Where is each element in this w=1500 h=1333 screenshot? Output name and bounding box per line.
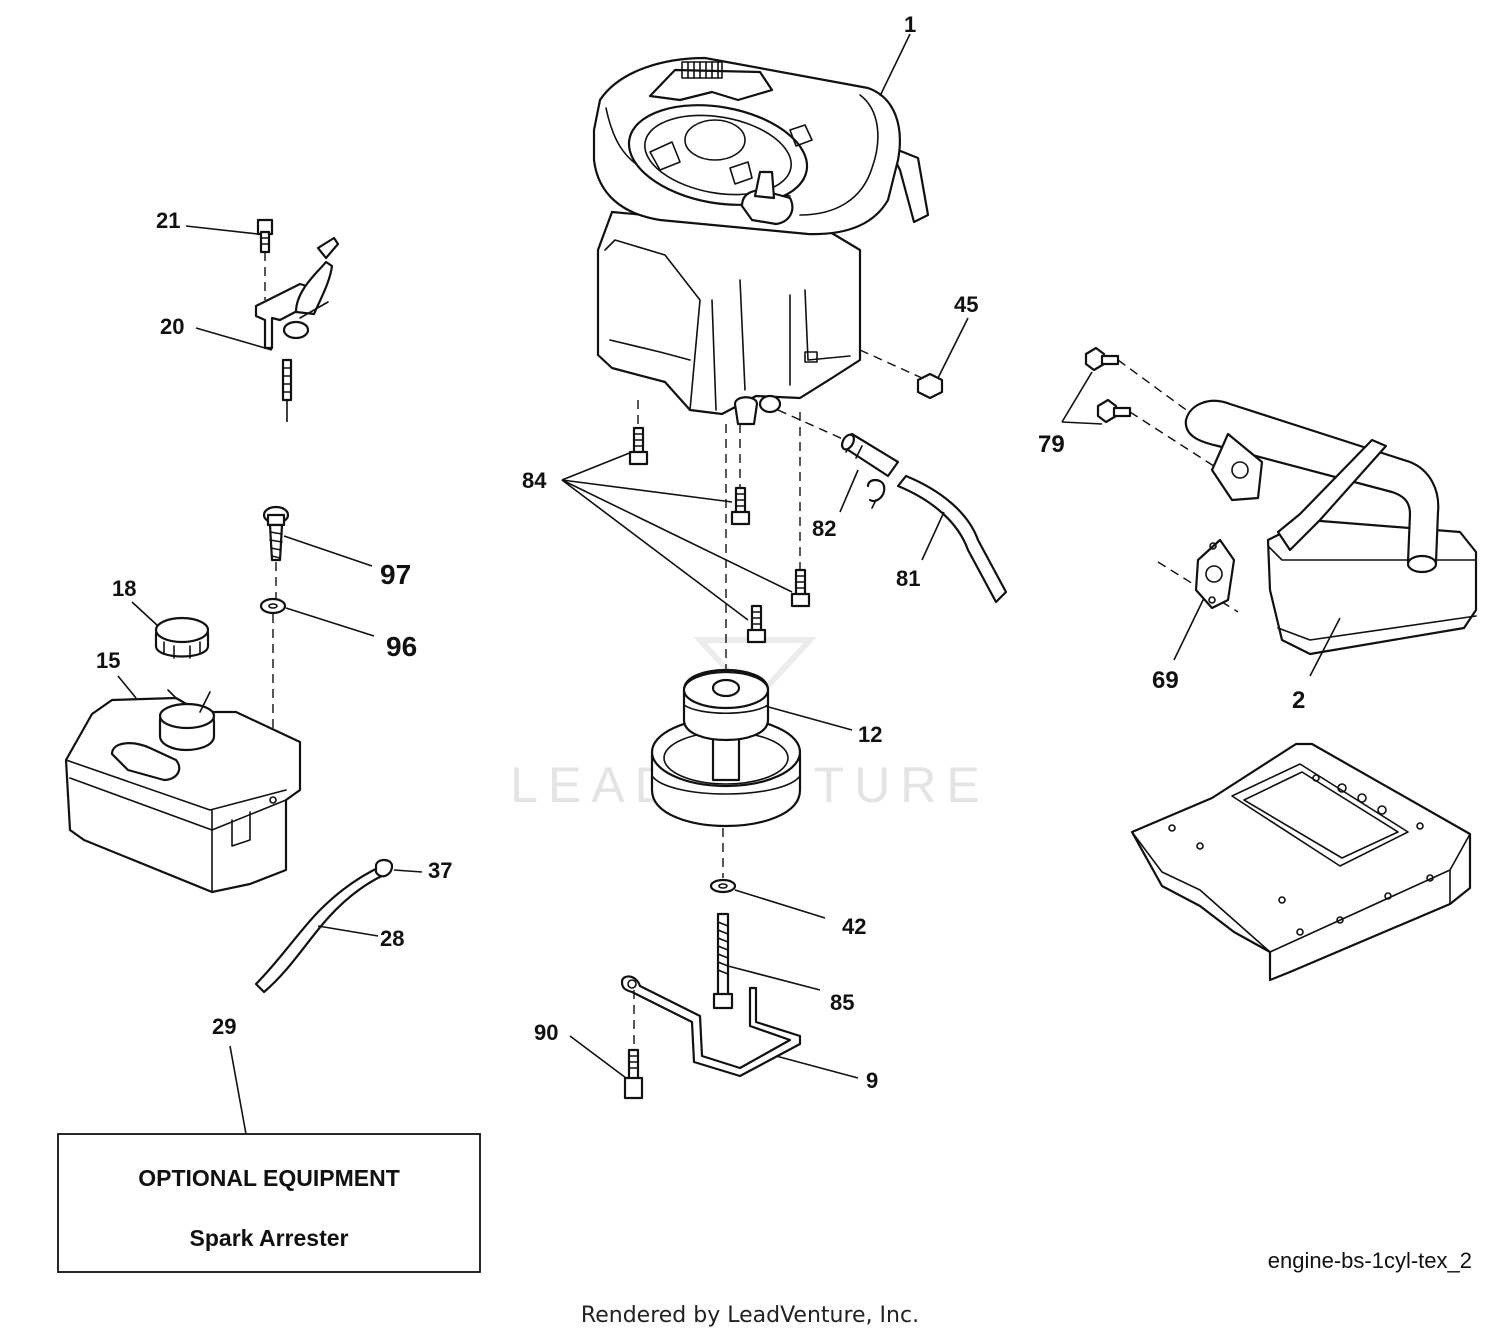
fuel-filter-82: [777, 409, 1008, 604]
fuel-cap-18: [131, 601, 210, 659]
callout-37: 37: [428, 858, 452, 883]
callout-81: 81: [896, 566, 920, 591]
callout-82: 82: [812, 516, 836, 541]
nut-45: [859, 317, 969, 400]
callout-15: 15: [96, 648, 120, 673]
callout-79: 79: [1038, 431, 1065, 458]
callout-84: 84: [522, 468, 547, 493]
callout-29: 29: [212, 1014, 236, 1039]
callout-12: 12: [858, 722, 882, 747]
washer-bolt-42-85: [709, 828, 826, 1010]
callout-9: 9: [866, 1068, 878, 1093]
engine: [592, 56, 930, 426]
callout-18: 18: [112, 576, 136, 601]
callout-45: 45: [954, 292, 978, 317]
fuel-hose-28: [254, 858, 423, 994]
callout-96: 96: [386, 631, 417, 662]
footer-credit: Rendered by LeadVenture, Inc.: [581, 1303, 919, 1328]
fuel-tank-15: [64, 675, 302, 894]
chassis-plate: [1130, 742, 1472, 982]
optional-equipment-heading: OPTIONAL EQUIPMENT: [138, 1165, 400, 1191]
callout-85: 85: [830, 990, 854, 1015]
callout-97: 97: [380, 559, 411, 590]
callout-labels: 1 45 21 20 79 84 82 81 97 96 18 15 69 2 …: [96, 12, 1305, 1093]
bracket-9: [569, 975, 859, 1100]
recoil-grip: [681, 61, 723, 79]
optional-equipment-box: OPTIONAL EQUIPMENT Spark Arrester: [57, 1045, 481, 1273]
callout-21: 21: [156, 208, 180, 233]
gasket-69: [1157, 538, 1239, 661]
callout-42: 42: [842, 914, 866, 939]
callout-1: 1: [904, 12, 916, 37]
bolts-84: [561, 400, 811, 644]
callout-90: 90: [534, 1020, 558, 1045]
diagram-id: engine-bs-1cyl-tex_2: [1268, 1248, 1472, 1273]
callout-20: 20: [160, 314, 184, 339]
pulley-12: [650, 424, 853, 828]
muffler-2: [1184, 399, 1478, 677]
callout-2: 2: [1292, 687, 1305, 714]
callout-69: 69: [1152, 667, 1179, 694]
bolts-79: [1061, 346, 1221, 471]
callout-28: 28: [380, 926, 404, 951]
throttle-control-20: [185, 218, 340, 422]
optional-equipment-item: Spark Arrester: [190, 1225, 349, 1251]
